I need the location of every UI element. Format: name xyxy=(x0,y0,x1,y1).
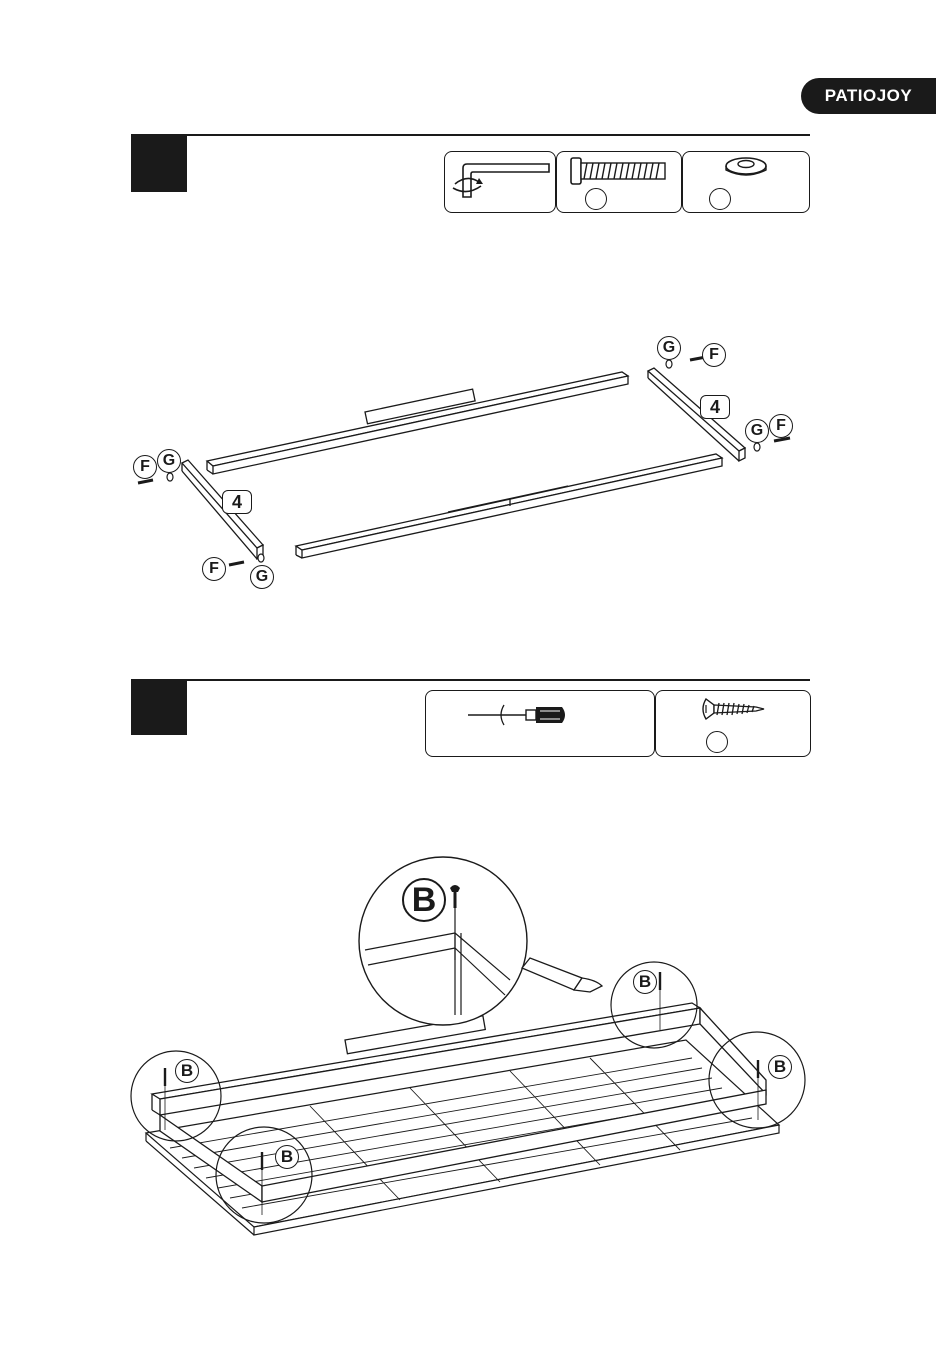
label-b-right: B xyxy=(768,1055,792,1079)
label-b-left: B xyxy=(175,1059,199,1083)
label-b-bottom-left: B xyxy=(275,1145,299,1169)
label-b-top-right: B xyxy=(633,970,657,994)
label-b-zoom: B xyxy=(402,878,446,922)
